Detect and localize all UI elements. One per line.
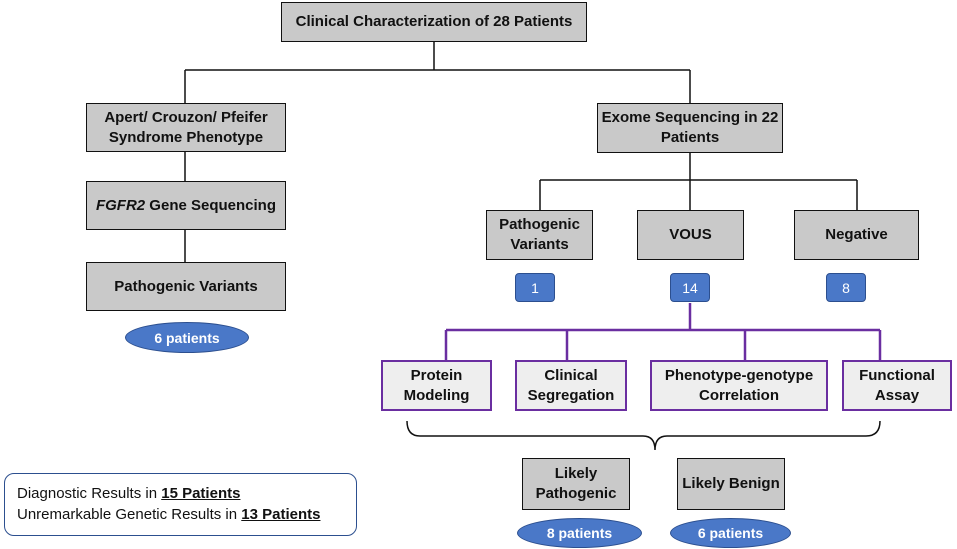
count-vous: 14: [682, 279, 698, 296]
analysis-protein-modeling-box: Protein Modeling: [381, 360, 492, 411]
gene-name: FGFR2: [95, 196, 146, 214]
pathogenic-variants-left-box: Pathogenic Variants: [86, 262, 286, 311]
analysis-functional-assay-label: Functional Assay: [859, 366, 935, 404]
left-patient-count: 6 patients: [154, 329, 220, 346]
phenotype-box: Apert/ Crouzon/ Pfeifer Syndrome Phenoty…: [86, 103, 286, 152]
count-badge-pathogenic: 1: [515, 273, 555, 302]
category-negative-box: Negative: [794, 210, 919, 260]
diagnostic-count: 15 Patients: [161, 485, 241, 502]
outcome-benign-count: 6 patients: [697, 525, 764, 541]
outcome-benign-count-badge: 6 patients: [670, 518, 791, 548]
analysis-phenotype-genotype-box: Phenotype-genotype Correlation: [650, 360, 828, 411]
category-pathogenic-label: Pathogenic Variants: [499, 216, 580, 253]
phenotype-label: Apert/ Crouzon/ Pfeifer Syndrome Phenoty…: [104, 108, 268, 146]
exome-sequencing-box: Exome Sequencing in 22 Patients: [597, 103, 783, 153]
analysis-clinical-segregation-label: Clinical Segregation: [527, 366, 615, 404]
count-pathogenic: 1: [531, 279, 539, 296]
gene-sequencing-box: FGFR2 Gene Sequencing: [86, 181, 286, 230]
category-pathogenic-box: Pathogenic Variants: [486, 210, 593, 260]
gene-suffix: Gene Sequencing: [145, 196, 277, 214]
count-negative: 8: [842, 279, 850, 296]
category-negative-label: Negative: [825, 226, 888, 243]
analysis-functional-assay-box: Functional Assay: [842, 360, 952, 411]
category-vous-label: VOUS: [669, 226, 712, 243]
count-badge-vous: 14: [670, 273, 710, 302]
outcome-pathogenic-count-badge: 8 patients: [517, 518, 642, 548]
outcome-pathogenic-count: 8 patients: [546, 525, 613, 541]
analysis-clinical-segregation-box: Clinical Segregation: [515, 360, 627, 411]
analysis-phenotype-genotype-label: Phenotype-genotype Correlation: [664, 366, 814, 404]
left-patient-count-badge: 6 patients: [125, 322, 249, 353]
outcome-likely-pathogenic-label: Likely Pathogenic: [535, 465, 617, 502]
root-label: Clinical Characterization of 28 Patients: [295, 13, 573, 30]
outcome-likely-benign-box: Likely Benign: [677, 458, 785, 510]
outcome-likely-pathogenic-box: Likely Pathogenic: [522, 458, 630, 510]
unremarkable-count: 13 Patients: [241, 506, 321, 523]
summary-box: Diagnostic Results in 15 Patients Unrema…: [4, 473, 357, 536]
count-badge-negative: 8: [826, 273, 866, 302]
outcome-likely-benign-label: Likely Benign: [682, 475, 780, 492]
gene-sequencing-label: FGFR2 Gene Sequencing: [96, 196, 276, 216]
exome-sequencing-label: Exome Sequencing in 22 Patients: [601, 109, 779, 146]
pathogenic-variants-left-label: Pathogenic Variants: [114, 277, 258, 295]
summary-line-diagnostic: Diagnostic Results in 15 Patients: [17, 485, 241, 502]
root-box: Clinical Characterization of 28 Patients: [281, 2, 587, 42]
analysis-protein-modeling-label: Protein Modeling: [403, 366, 470, 404]
category-vous-box: VOUS: [637, 210, 744, 260]
summary-line-unremarkable: Unremarkable Genetic Results in 13 Patie…: [17, 506, 321, 523]
